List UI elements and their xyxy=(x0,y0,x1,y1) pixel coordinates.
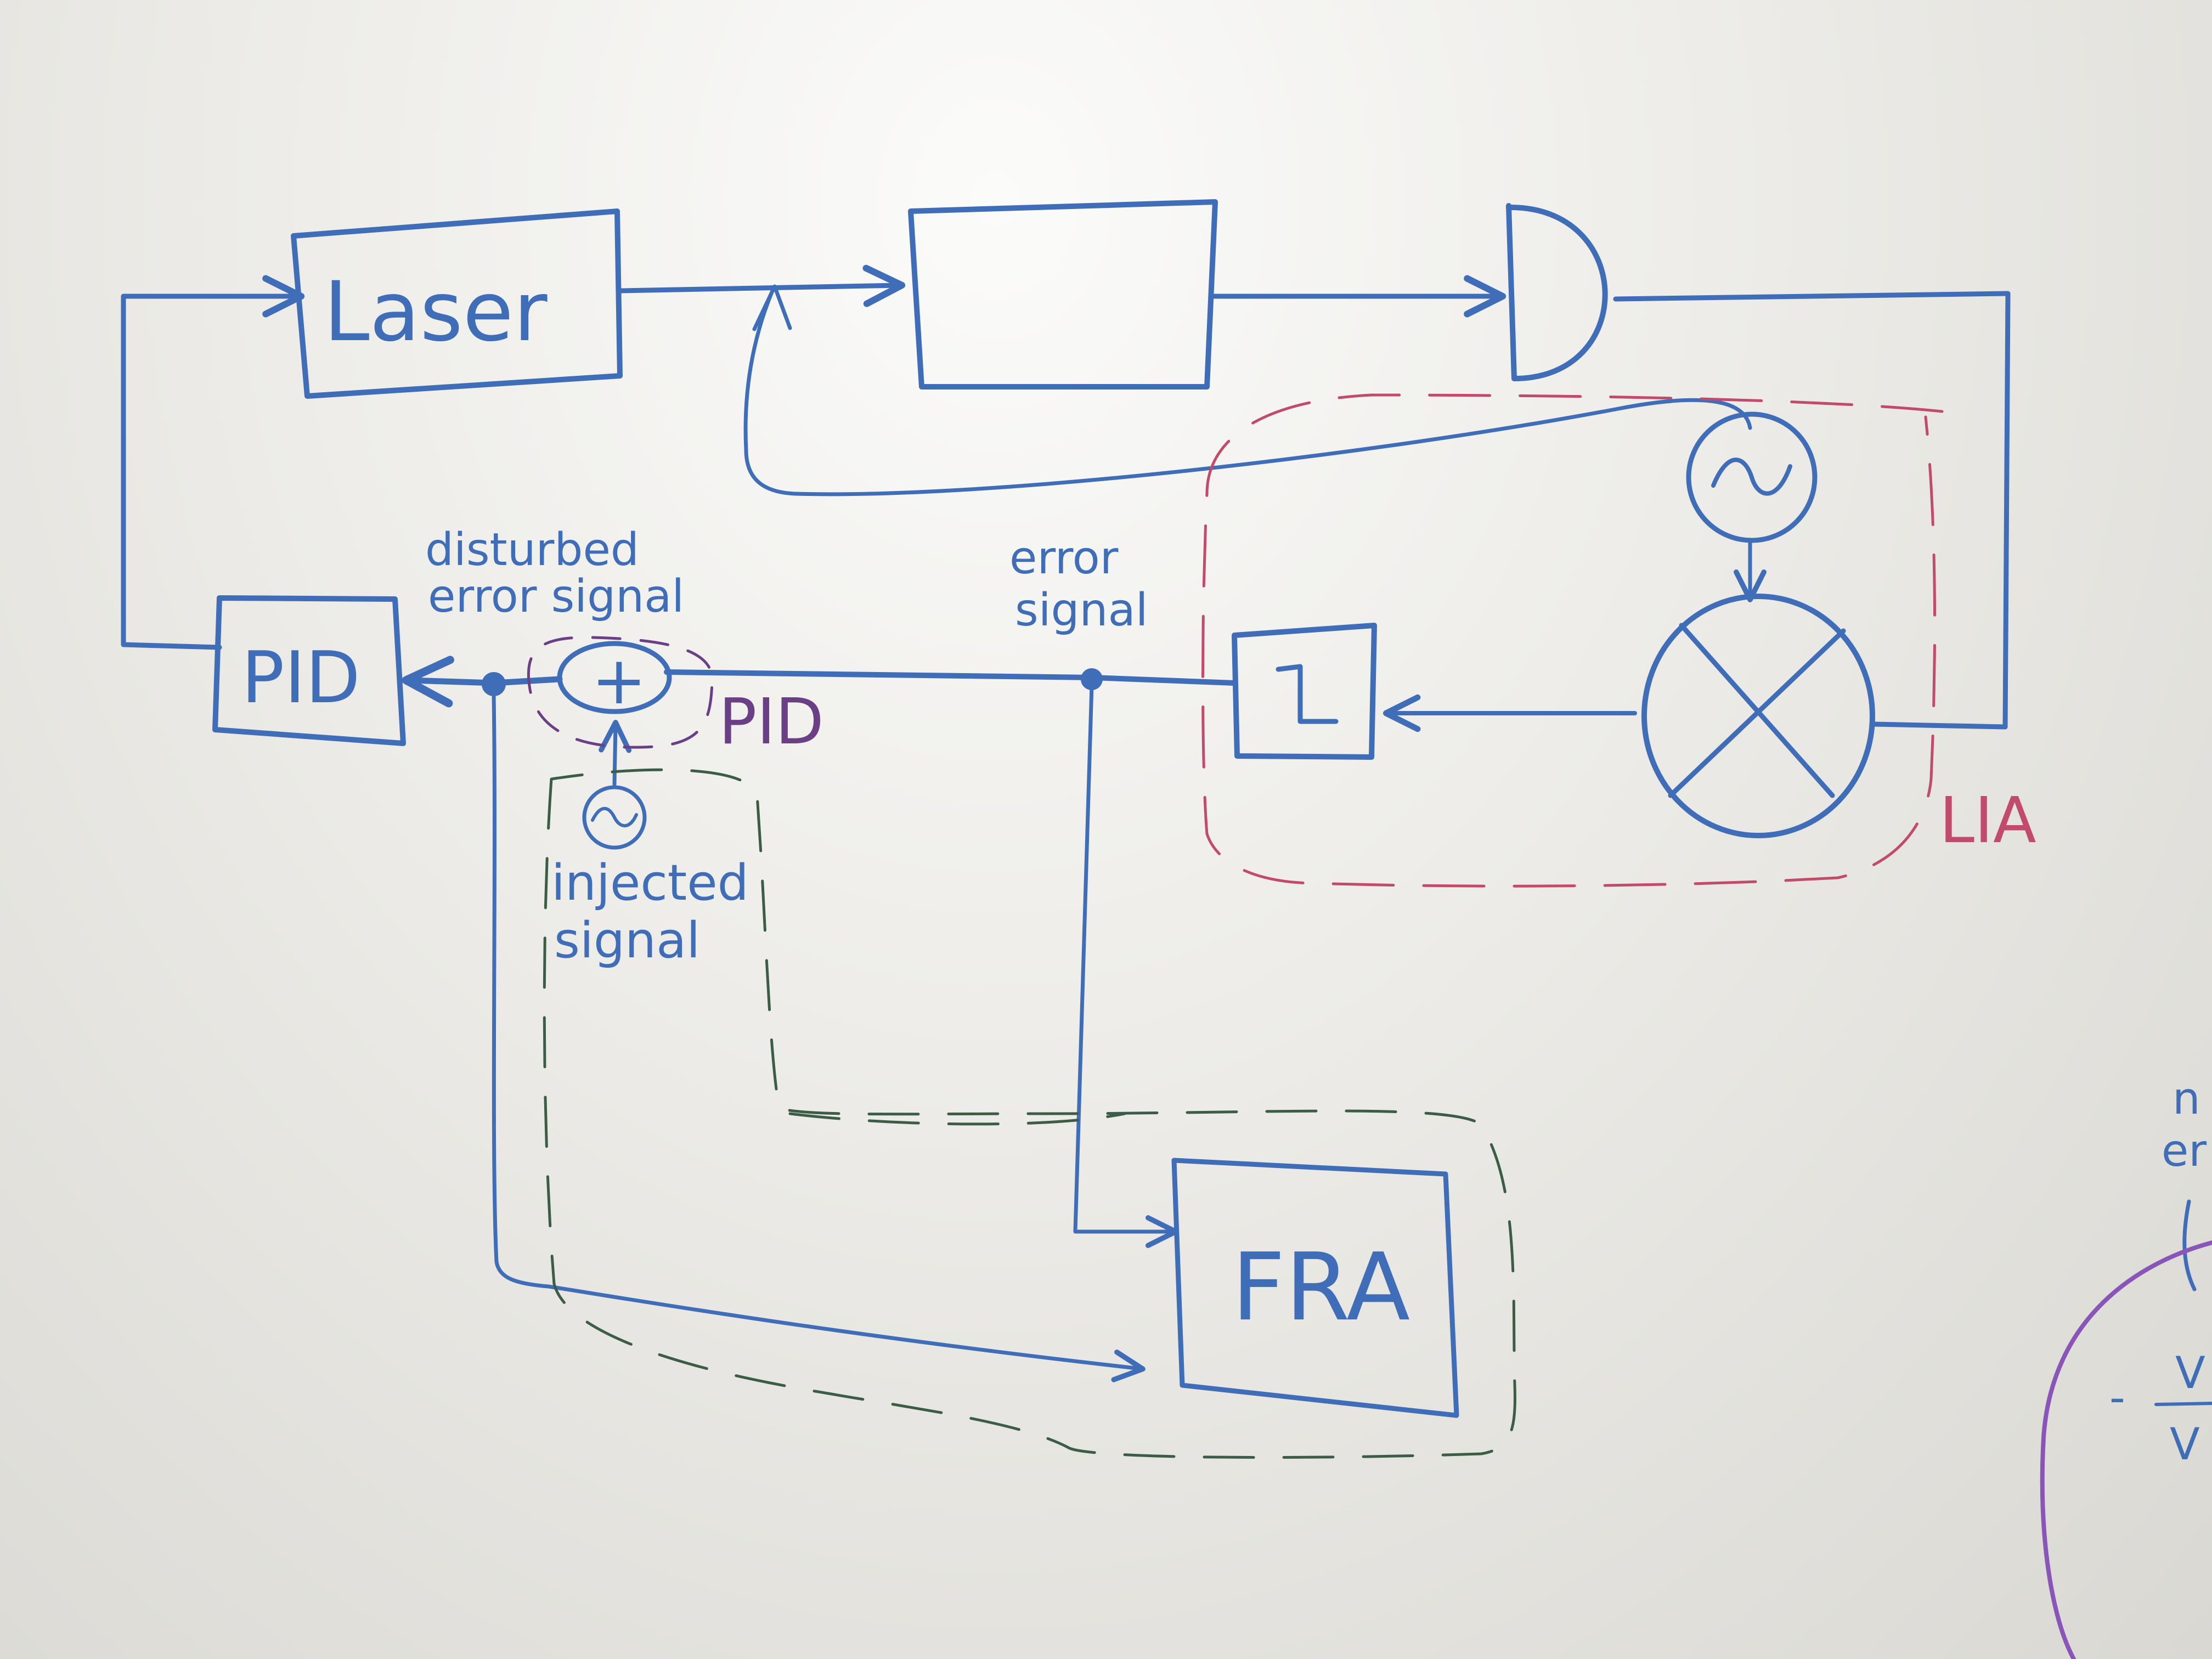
disturbed-label-line2: error signal xyxy=(428,571,684,623)
fra-dashed-boundary xyxy=(543,768,1516,1459)
lia-dashed-boundary xyxy=(1201,393,1944,888)
adder-to-pid-path xyxy=(402,656,1146,1383)
fra-label: FRA xyxy=(1232,1233,1410,1342)
photodetector-symbol xyxy=(1506,203,1608,381)
injection-oscillator xyxy=(582,720,647,850)
edge-fraction-denominator: V xyxy=(2170,1419,2200,1470)
laser-label: Laser xyxy=(324,264,548,360)
error-signal-path xyxy=(664,668,1237,1248)
right-edge-notes: n er - V V xyxy=(2040,1073,2212,1659)
pid-label: PID xyxy=(241,636,360,719)
error-label-line2: signal xyxy=(1015,584,1148,636)
error-label-line1: error xyxy=(1009,532,1119,584)
edge-text-line1: n xyxy=(2172,1073,2200,1124)
disturbed-error-label: disturbed error signal xyxy=(425,524,684,623)
pid-to-laser-path xyxy=(121,275,305,650)
pid-dashed-boundary xyxy=(527,636,714,749)
adder-symbol: + xyxy=(557,641,672,719)
edge-text-line2: er xyxy=(2162,1125,2207,1176)
lowpass-filter-block xyxy=(1232,623,1637,760)
disturbed-label-line1: disturbed xyxy=(425,524,639,576)
lia-oscillator xyxy=(1686,411,1818,602)
top-signal-path xyxy=(617,264,2011,730)
adder-label: + xyxy=(591,643,647,719)
fra-block: FRA xyxy=(1171,1158,1459,1418)
edge-minus: - xyxy=(2109,1372,2125,1423)
injected-label-line2: signal xyxy=(554,912,700,969)
injected-signal-label: injected signal xyxy=(551,854,749,969)
plant-block xyxy=(908,199,1218,390)
pid-block: PID xyxy=(212,595,406,746)
modulation-path xyxy=(743,284,1752,496)
edge-purple-curve xyxy=(2040,1240,2212,1659)
mixer-symbol xyxy=(1641,594,1875,838)
lia-label: LIA xyxy=(1939,784,2036,857)
pid-group-label: PID xyxy=(719,685,824,759)
laser-block: Laser xyxy=(291,208,623,399)
injected-label-line1: injected xyxy=(551,854,749,912)
edge-fraction-numerator: V xyxy=(2175,1347,2205,1398)
error-signal-label: error signal xyxy=(1009,532,1148,636)
